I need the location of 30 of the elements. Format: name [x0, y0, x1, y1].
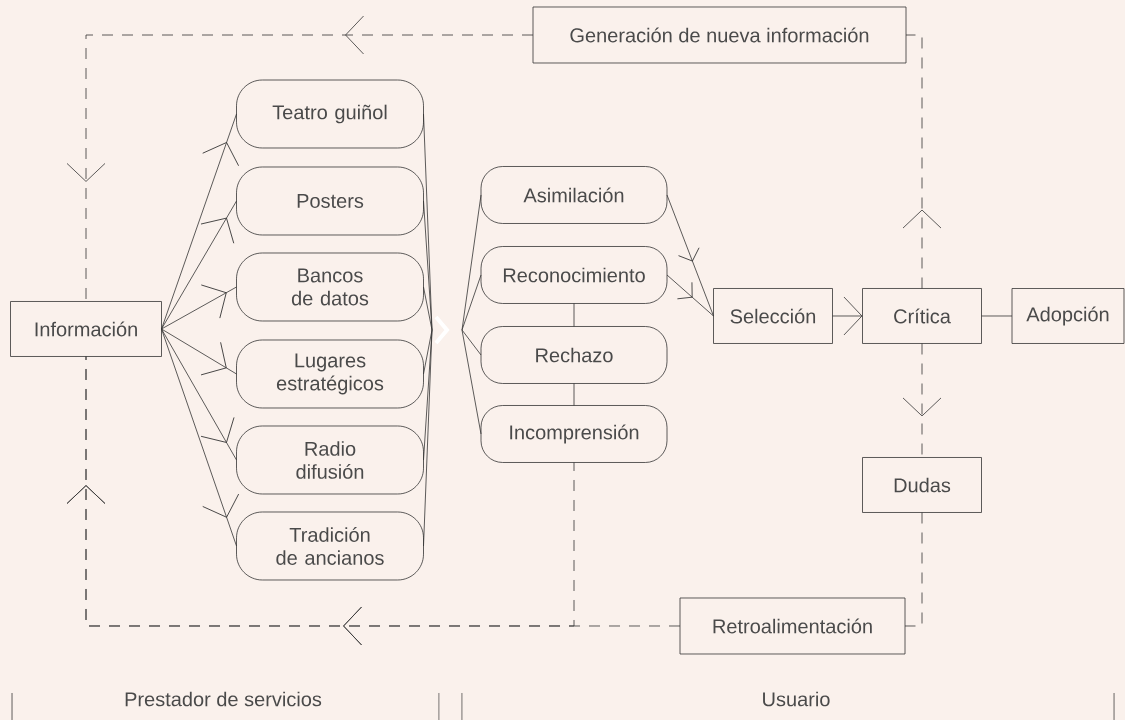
process-box: Crítica — [862, 288, 982, 344]
connector-line — [423, 286, 433, 331]
connector-line — [423, 200, 433, 331]
connector-line — [423, 113, 433, 331]
rounded-box: Reconocimiento — [480, 246, 668, 304]
process-box: Retroalimentación — [679, 597, 906, 655]
connector-line — [423, 329, 433, 547]
rounded-box: Lugares estratégicos — [236, 339, 424, 409]
process-box: Información — [10, 301, 162, 357]
process-box: Dudas — [862, 457, 982, 513]
rounded-box: Posters — [236, 166, 424, 236]
connector-line — [981, 315, 1013, 317]
rounded-box: Bancos de datos — [236, 252, 424, 322]
connector-line — [573, 303, 575, 327]
rounded-box: Tradición de ancianos — [236, 511, 424, 581]
rounded-box: Radio difusión — [236, 425, 424, 495]
connector-line — [461, 329, 482, 356]
junction-node — [434, 315, 450, 345]
rounded-box: Teatro guiñol — [236, 79, 424, 149]
process-box: Adopción — [1011, 288, 1125, 344]
connector-line — [573, 383, 575, 406]
rounded-box: Rechazo — [480, 326, 668, 384]
section-label: Usuario — [763, 691, 830, 707]
connector-line — [461, 274, 482, 331]
process-box: Selección — [713, 288, 833, 344]
rounded-box: Asimilación — [480, 166, 668, 224]
rounded-box: Incomprensión — [480, 405, 668, 463]
connector-line — [461, 329, 482, 435]
section-label: Prestador de servicios — [125, 691, 322, 707]
process-box: Generación de nueva información — [532, 6, 907, 64]
